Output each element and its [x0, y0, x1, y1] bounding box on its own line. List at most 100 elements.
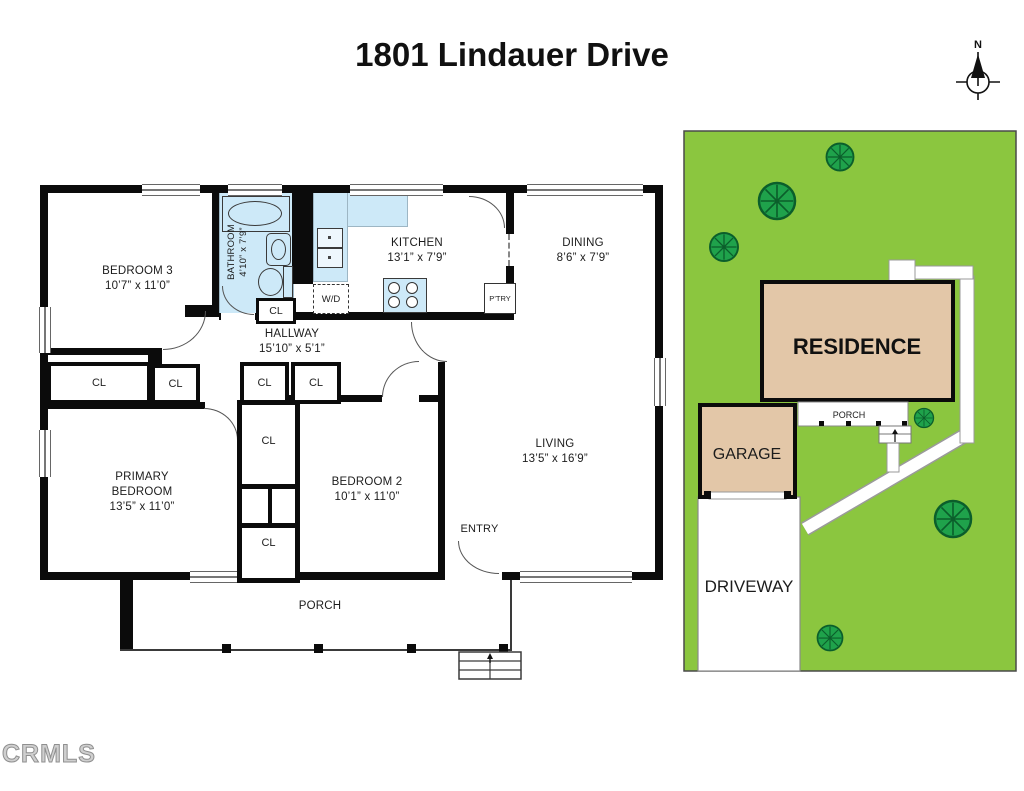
porch-outline: [510, 580, 512, 650]
porch-post: [407, 644, 416, 653]
compass-n-label: N: [974, 39, 982, 51]
door-arc: [458, 541, 499, 574]
window: [228, 184, 282, 196]
wall-segment: [40, 572, 663, 580]
room-name: BEDROOM 3: [102, 265, 173, 277]
residence: [760, 280, 955, 402]
room-dims: 8’6” x 7’9”: [556, 251, 610, 264]
tree-icon: [825, 142, 855, 172]
closet-label: CL: [168, 378, 183, 390]
porch-post: [222, 644, 231, 653]
wall-segment: [120, 580, 133, 651]
tree-icon: [709, 232, 739, 262]
room-name: PRIMARY BEDROOM: [111, 471, 173, 498]
door-arc: [469, 196, 505, 228]
door-arc: [411, 322, 447, 362]
driveway-label: DRIVEWAY: [705, 577, 794, 596]
room-label-bathroom: BATHROOM 4’10” x 7’9”: [226, 194, 251, 310]
room-dims: 13’1” x 7’9”: [387, 251, 447, 264]
window: [190, 571, 240, 583]
closet-label: CL: [261, 435, 276, 447]
closet-box: CL: [151, 364, 200, 404]
wall-segment: [212, 192, 219, 310]
porch-label: PORCH: [298, 600, 342, 612]
wall-segment: [40, 402, 205, 409]
door-arc: [163, 311, 206, 350]
closet-box: CL: [291, 362, 341, 404]
door-arc: [204, 408, 238, 440]
bathtub-icon: [222, 196, 290, 232]
porch-post: [499, 644, 508, 653]
bath-sink-icon: [266, 233, 291, 266]
wall-segment: [292, 192, 313, 284]
north-compass-icon: N: [956, 39, 1000, 100]
tree-icon: [913, 407, 935, 429]
closet-label: CL: [308, 377, 324, 389]
porch-steps-icon: [458, 651, 522, 680]
toilet-icon: [258, 268, 283, 296]
stove-icon: [383, 278, 427, 313]
room-dims: 13’5” x 11’0”: [109, 500, 175, 513]
entry-label: ENTRY: [460, 523, 499, 535]
washer-dryer-label: W/D: [321, 293, 341, 305]
driveway: [697, 496, 801, 672]
porch-post: [314, 644, 323, 653]
site-plan: DRIVEWAY RESIDENCE PORCH GARAGE: [683, 130, 1017, 672]
wall-segment: [292, 312, 514, 320]
kitchen-sink-icon: [317, 248, 343, 268]
room-name: HALLWAY: [264, 328, 320, 340]
wall-segment: [40, 348, 162, 355]
closet-box: CL: [256, 298, 296, 324]
room-dims: 10’1” x 11’0”: [334, 490, 400, 503]
washer-dryer-box: W/D: [313, 284, 349, 314]
walkway: [910, 265, 974, 280]
window: [520, 571, 632, 583]
walkway: [801, 427, 973, 535]
room-dims: 10’7” x 11’0”: [104, 279, 171, 292]
room-label-hallway: HALLWAY 15’10” x 5’1”: [238, 327, 346, 357]
room-name: BEDROOM 2: [331, 476, 403, 488]
site-porch: [797, 401, 909, 427]
wall-segment: [506, 192, 514, 234]
wall-segment: [268, 489, 272, 523]
residence-label: RESIDENCE: [793, 334, 921, 359]
walkway: [886, 439, 900, 473]
room-label-dining: DINING 8’6” x 7’9”: [538, 236, 628, 266]
room-dims: 13’5” x 16’9”: [522, 452, 588, 465]
page-title: 1801 Lindauer Drive: [355, 36, 669, 73]
room-name: KITCHEN: [391, 237, 443, 249]
door-arc: [382, 361, 419, 397]
pantry-label: P’TRY: [489, 294, 511, 303]
window: [527, 184, 643, 196]
site-porch-label: PORCH: [833, 410, 866, 420]
closet-label: CL: [269, 305, 283, 317]
pantry-box: P’TRY: [484, 283, 516, 314]
closet-box: CL: [240, 362, 289, 404]
walkway: [959, 275, 975, 444]
closet-column: CL CL: [237, 400, 300, 583]
kitchen-sink-icon: [317, 228, 343, 248]
room-label-living: LIVING 13’5” x 16’9”: [505, 437, 605, 467]
room-dims: 4’10” x 7’9”: [238, 227, 250, 277]
closet-box: CL: [47, 362, 151, 404]
room-label-kitchen: KITCHEN 13’1” x 7’9”: [372, 236, 462, 266]
garage: [698, 403, 797, 499]
wall-segment: [419, 395, 445, 402]
room-dims: 15’10” x 5’1”: [259, 342, 325, 355]
wall-segment: [40, 185, 48, 580]
wall-segment: [148, 354, 162, 367]
toilet-tank-icon: [283, 266, 293, 298]
room-label-bedroom2: BEDROOM 2 10’1” x 11’0”: [312, 475, 422, 505]
window: [39, 307, 51, 353]
closet-label: CL: [257, 377, 272, 389]
room-name: DINING: [562, 237, 604, 249]
wall-segment: [242, 523, 295, 528]
entry-door-opening: [445, 572, 502, 580]
room-label-bedroom3: BEDROOM 3 10’7” x 11’0”: [70, 264, 205, 294]
closet-label: CL: [91, 377, 107, 389]
bathroom-door-opening: [221, 313, 255, 320]
window: [350, 184, 443, 196]
closet-label: CL: [261, 537, 276, 549]
wall-segment: [242, 484, 295, 489]
